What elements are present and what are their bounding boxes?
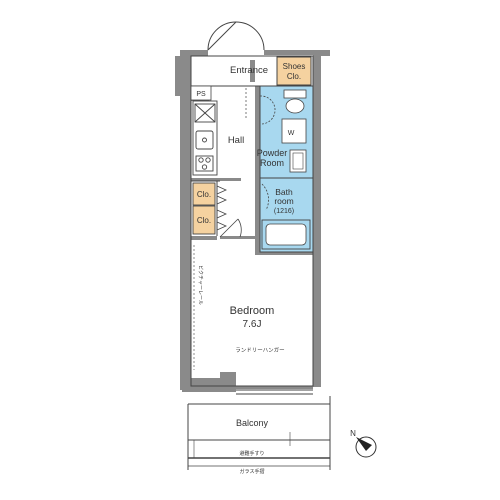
shoes-closet-label-1: Shoes [283, 62, 306, 71]
bathroom: Bath room (1216) [259, 177, 314, 253]
closet-lower-label: Clo. [197, 216, 211, 225]
closet-upper-label: Clo. [197, 190, 211, 199]
balcony: Balcony 避難手すり ガラス手摺 [187, 396, 331, 475]
shoes-closet: Shoes Clo. [276, 56, 312, 86]
closet-upper: Clo. [192, 182, 216, 206]
bedroom-size-label: 7.6J [243, 319, 262, 330]
balcony-window[interactable] [236, 389, 313, 395]
bedroom: Bedroom 7.6J ランドリーハンガー ピクチャーレール [193, 245, 285, 370]
hall-label: Hall [228, 135, 244, 146]
kitchen [192, 100, 218, 176]
bedroom-label: Bedroom [230, 305, 275, 317]
closet-lower: Clo. [192, 205, 216, 235]
bedroom-door[interactable] [219, 218, 242, 238]
pipe-space: PS [190, 85, 212, 101]
balcony-label: Balcony [236, 418, 269, 428]
balcony-note-2: ガラス手摺 [240, 468, 265, 475]
bathroom-label-1: Bath [275, 187, 293, 197]
entrance-label: Entrance [230, 65, 268, 76]
powder-room-label-2: Room [260, 158, 284, 168]
bathroom-label-2: room [274, 196, 293, 206]
bathroom-size-label: (1216) [274, 208, 294, 215]
shoes-closet-label-2: Clo. [287, 72, 301, 81]
compass-north-label: N [350, 429, 356, 438]
ps-label: PS [196, 91, 206, 98]
powder-room-label-1: Powder [257, 148, 288, 158]
powder-room: W Powder Room [257, 85, 314, 179]
laundry-hanger-label: ランドリーハンガー [235, 346, 284, 354]
washer-label: W [288, 130, 295, 137]
walls [175, 50, 330, 392]
picture-rail-label: ピクチャーレール [197, 265, 203, 305]
closet-doors[interactable] [216, 185, 227, 231]
compass-icon: N [350, 429, 377, 458]
entrance-door[interactable] [207, 21, 265, 51]
balcony-note-1: 避難手すり [239, 450, 264, 457]
bathroom-door[interactable] [259, 183, 269, 211]
powder-room-door[interactable] [259, 95, 276, 125]
